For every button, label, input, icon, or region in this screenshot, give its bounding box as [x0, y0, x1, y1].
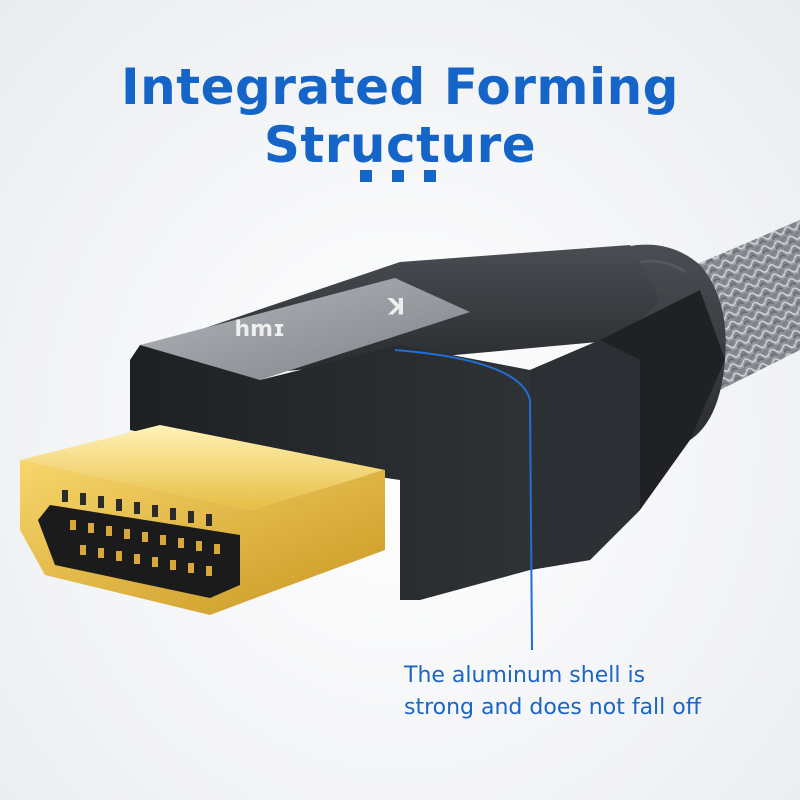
dot — [392, 170, 404, 182]
ellipsis-decoration — [360, 170, 436, 182]
callout-text: The aluminum shell is strong and does no… — [404, 660, 784, 724]
callout-line — [394, 349, 533, 651]
logo-mark: ɪɯɥ — [234, 318, 285, 343]
dot — [424, 170, 436, 182]
gold-plug-top — [20, 425, 385, 510]
product-title: Integrated Forming Structure — [121, 58, 679, 174]
dot — [360, 170, 372, 182]
logo-mark-2: K — [387, 292, 405, 317]
top-slots — [62, 490, 212, 526]
callout-line-1: The aluminum shell is — [404, 663, 646, 688]
contact-pins — [70, 520, 220, 576]
callout-line-2: strong and does not fall off — [404, 695, 701, 720]
aluminum-plate — [140, 278, 470, 380]
